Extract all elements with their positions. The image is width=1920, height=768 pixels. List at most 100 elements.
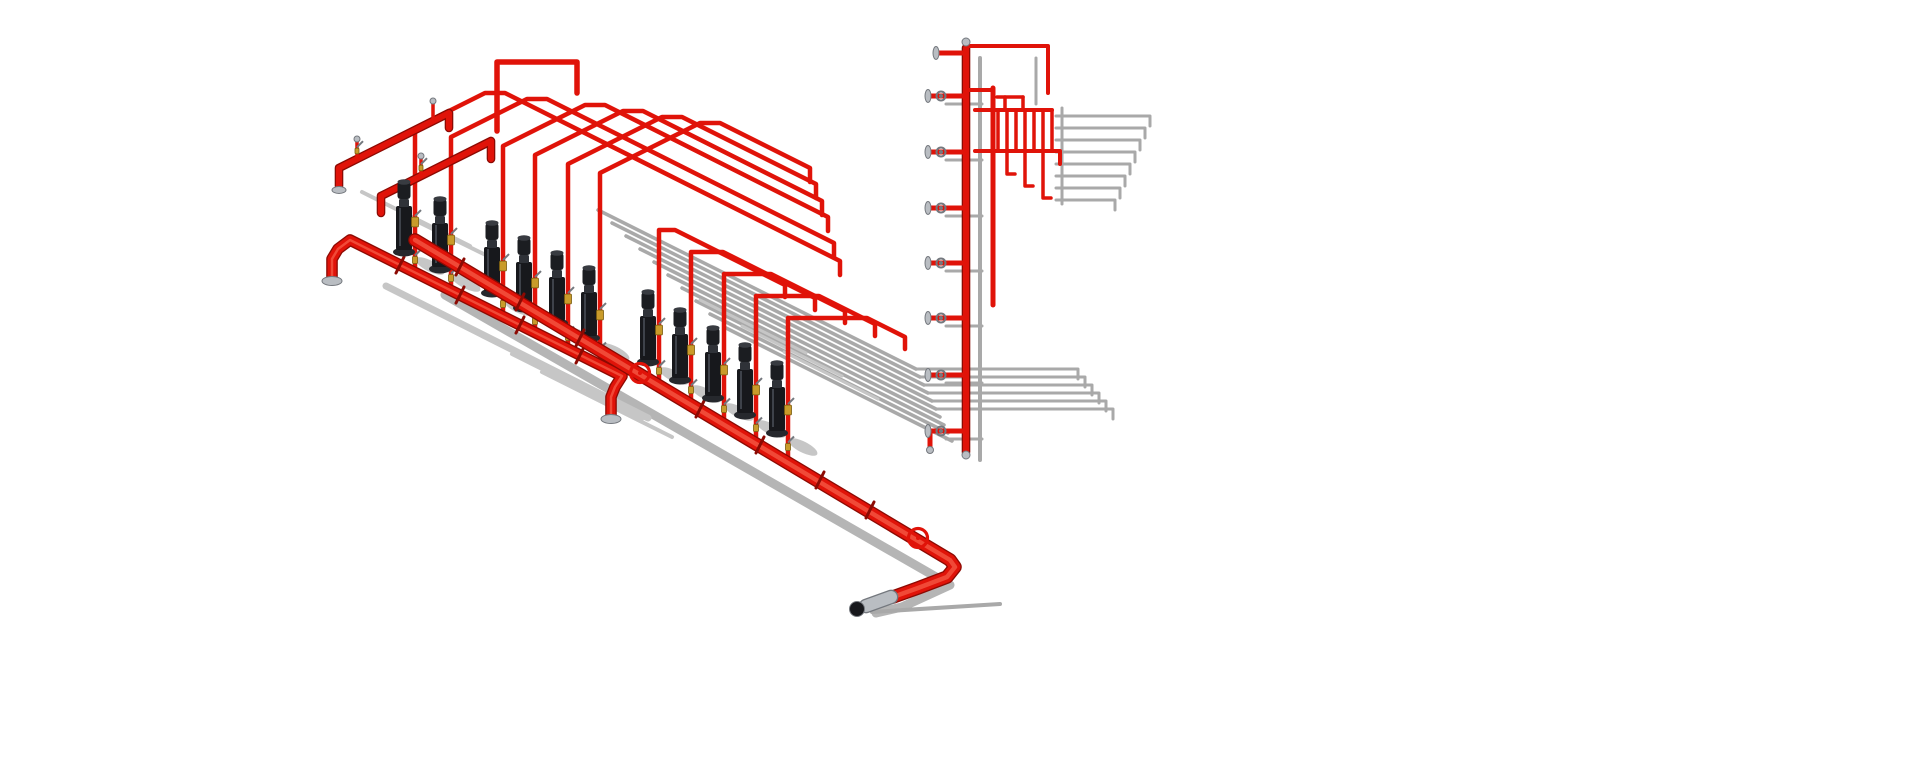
discharge-header-hilite [412,237,958,600]
riser-valve [499,260,507,272]
vent-cap [417,152,425,160]
valve-handle [658,359,666,368]
pump-motor [641,292,655,309]
pipe-joint [514,292,526,312]
riser-top-run [964,44,1050,95]
pipe-joint [864,500,876,520]
manifold-tail [1023,149,1035,188]
riser-valve [531,277,539,289]
valve-handle [356,140,364,148]
header-flange [321,276,343,286]
riser-shadow [480,334,614,403]
valve-handle [534,270,542,278]
manifold-shadow-line [722,325,954,443]
valve-handle [658,317,666,325]
riser-valve [596,309,604,321]
valve-handle [787,397,795,405]
header-flange [600,414,622,424]
valve-handwheel [935,257,947,269]
pump-discharge-line [688,249,818,407]
pump-motor [582,268,596,285]
main-header-shadow [440,290,955,618]
manifold-shadow-line [652,260,934,403]
pipe-joint [394,255,406,275]
riser-valve [655,324,663,336]
valve [418,164,424,172]
valve-handwheel-hub [939,316,943,320]
pump-motor [517,238,531,255]
valve-handle [567,286,575,294]
riser-top-cap [961,37,971,47]
pump-motor-cap [582,265,596,271]
riser-valve [687,344,695,356]
pump-discharge-line [532,108,825,336]
gate-valve-handwheel-hub [638,371,642,375]
branch-flange [924,424,932,438]
pump-discharge-line [656,227,788,388]
valve-handle [690,378,698,387]
pump-motor-cap [673,307,687,313]
union-fitting [785,443,791,451]
pump-motor-cap [550,250,564,256]
pump-motor-cap [770,360,784,366]
gate-valve-handwheel [906,526,930,550]
manifold-shadow-line [624,234,926,387]
comb-shadow [1054,138,1142,152]
valve-handle [755,377,763,385]
comb-shadow [1054,174,1127,188]
valve-handwheel-hub [939,94,943,98]
pipe-joint [454,285,466,305]
pump-motor-cap [433,196,447,202]
manifold-tail [1005,149,1017,176]
branch-flange [924,311,932,325]
pump-coupling [675,327,685,335]
pump-discharge-line [721,271,848,426]
valve-handle [755,416,763,425]
valve-handle [690,337,698,345]
pump-motor-cap [517,235,531,241]
pump-coupling [487,240,497,248]
aux-flange [331,186,347,194]
gate-valve-handwheel-hub [916,536,920,540]
riser-valve [564,293,572,305]
manifold-shadow-line [694,299,946,427]
riser-valve [752,384,760,396]
manifold-shadow-line [638,247,930,395]
valve-handwheel-hub [939,429,943,433]
branch-flange [924,256,932,270]
valve-handle [502,253,510,261]
pump-shadow [451,274,481,292]
union-fitting [753,424,759,432]
valve-handle [420,157,428,165]
branch-flange [924,368,932,382]
manifold-shadow-line [610,221,922,379]
pipe-joint [514,315,526,335]
valve-handwheel-hub [939,373,943,377]
pump-motor [706,328,720,345]
valve-handwheel-hub [939,261,943,265]
valve-handwheel [935,369,947,381]
manifold-shadow-hook [934,407,1115,421]
valve-handle [787,435,795,444]
valve-handle [723,357,731,365]
valve-handwheel-hub [939,206,943,210]
pump-motor [550,253,564,270]
valve-handle [599,302,607,310]
pump-motor [738,345,752,362]
pump-motor [485,223,499,240]
manifold-tail [1041,149,1053,200]
pump-motor-cap [485,220,499,226]
valve-handle [723,397,731,406]
pump-motor-cap [641,289,655,295]
pump-coupling [552,270,562,278]
union-fitting [412,256,418,264]
branch-flange [924,89,932,103]
pump-discharge-line [597,120,813,368]
suction-header-hilite [330,238,624,417]
vent-cap [353,135,361,143]
riser-valve [411,216,419,228]
pump-discharge-line [500,102,831,319]
pump-coupling [708,345,718,353]
